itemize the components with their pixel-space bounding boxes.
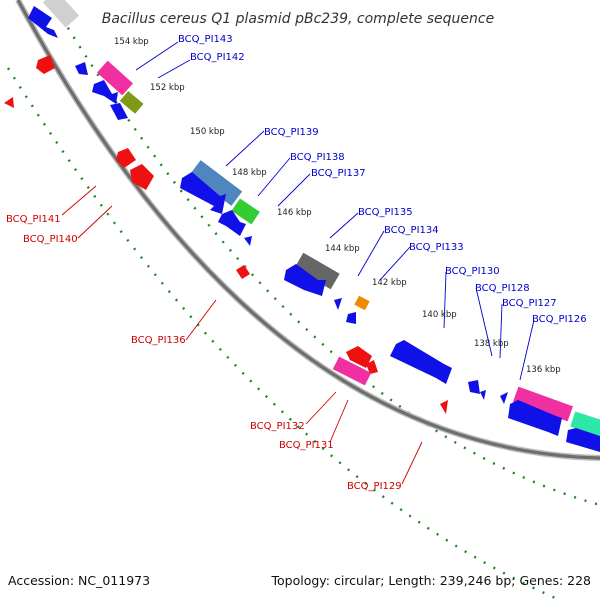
feature-silver-block[interactable] <box>42 0 80 28</box>
kbp-label: 142 kbp <box>372 278 407 288</box>
kbp-label: 146 kbp <box>277 208 312 218</box>
cds-reverse-arrow[interactable] <box>346 346 372 368</box>
cds-forward-arrow[interactable] <box>508 400 562 436</box>
cds-forward-arrow[interactable] <box>480 390 486 400</box>
gene-label[interactable]: BCQ_PI130 <box>445 266 500 277</box>
cds-forward-arrow[interactable] <box>180 172 226 214</box>
kbp-label: 150 kbp <box>190 127 225 137</box>
cds-forward-arrow[interactable] <box>500 392 508 404</box>
cds-forward-arrow[interactable] <box>75 62 88 75</box>
gene-label[interactable]: BCQ_PI136 <box>131 335 186 346</box>
gene-label[interactable]: BCQ_PI128 <box>475 283 530 294</box>
gene-label[interactable]: BCQ_PI132 <box>250 421 305 432</box>
cds-forward-arrow[interactable] <box>390 340 452 384</box>
cds-reverse-arrow[interactable] <box>440 400 448 414</box>
gene-label[interactable]: BCQ_PI139 <box>264 127 319 138</box>
gene-label[interactable]: BCQ_PI143 <box>178 34 233 45</box>
gene-label[interactable]: BCQ_PI141 <box>6 214 61 225</box>
cds-reverse-arrow[interactable] <box>130 164 154 190</box>
feature-teal-block[interactable] <box>570 411 600 437</box>
cds-forward-arrow[interactable] <box>566 428 600 452</box>
inner-tick-ring <box>6 67 561 600</box>
cds-forward-arrow[interactable] <box>284 264 326 296</box>
feature-magenta-block[interactable] <box>97 60 133 96</box>
cds-reverse-arrow[interactable] <box>236 265 250 279</box>
kbp-label: 152 kbp <box>150 83 185 93</box>
gene-label[interactable]: BCQ_PI138 <box>290 152 345 163</box>
cds-reverse-arrow[interactable] <box>36 55 55 74</box>
cds-reverse-arrow[interactable] <box>366 360 378 374</box>
cds-reverse-arrow[interactable] <box>4 97 14 108</box>
map-title: Bacillus cereus Q1 plasmid pBc239, compl… <box>102 11 494 27</box>
cds-reverse-arrow[interactable] <box>116 148 136 168</box>
gene-label[interactable]: BCQ_PI131 <box>279 440 334 451</box>
cds-forward-arrow[interactable] <box>92 80 118 104</box>
cds-forward-arrow[interactable] <box>28 6 58 38</box>
kbp-label: 136 kbp <box>526 365 561 375</box>
feature-magenta-block[interactable] <box>332 356 372 386</box>
forward-callouts <box>135 41 535 381</box>
feature-steelblue-block[interactable] <box>189 160 243 206</box>
gene-label[interactable]: BCQ_PI129 <box>347 481 402 492</box>
cds-forward-arrow[interactable] <box>346 312 356 324</box>
kbp-label: 138 kbp <box>474 339 509 349</box>
feature-olive-block[interactable] <box>119 90 144 114</box>
gene-label[interactable]: BCQ_PI127 <box>502 298 557 309</box>
feature-orange-block[interactable] <box>354 295 370 311</box>
cds-forward-arrow[interactable] <box>468 380 480 394</box>
kbp-label: 144 kbp <box>325 244 360 254</box>
cds-forward-arrow[interactable] <box>334 298 342 310</box>
gene-label[interactable]: BCQ_PI142 <box>190 52 245 63</box>
kbp-label: 148 kbp <box>232 168 267 178</box>
gene-label[interactable]: BCQ_PI135 <box>358 207 413 218</box>
gene-label[interactable]: BCQ_PI140 <box>23 234 78 245</box>
summary-text: Topology: circular; Length: 239,246 bp; … <box>271 573 592 588</box>
feature-gray-block[interactable] <box>294 252 340 290</box>
gene-label[interactable]: BCQ_PI126 <box>532 314 587 325</box>
cds-forward-arrow[interactable] <box>244 236 252 246</box>
reverse-callouts <box>61 185 423 485</box>
cds-forward-arrow[interactable] <box>110 103 128 120</box>
feature-green-block[interactable] <box>231 198 260 225</box>
kbp-label: 140 kbp <box>422 310 457 320</box>
backbone <box>16 0 600 460</box>
feature-magenta-block[interactable] <box>513 386 573 422</box>
outer-tick-ring <box>49 0 600 507</box>
gene-label[interactable]: BCQ_PI134 <box>384 225 439 236</box>
gene-label[interactable]: BCQ_PI137 <box>311 168 366 179</box>
cds-forward-arrow[interactable] <box>218 210 246 236</box>
kbp-label: 154 kbp <box>114 37 149 47</box>
gene-label[interactable]: BCQ_PI133 <box>409 242 464 253</box>
accession-text: Accession: NC_011973 <box>8 573 150 588</box>
